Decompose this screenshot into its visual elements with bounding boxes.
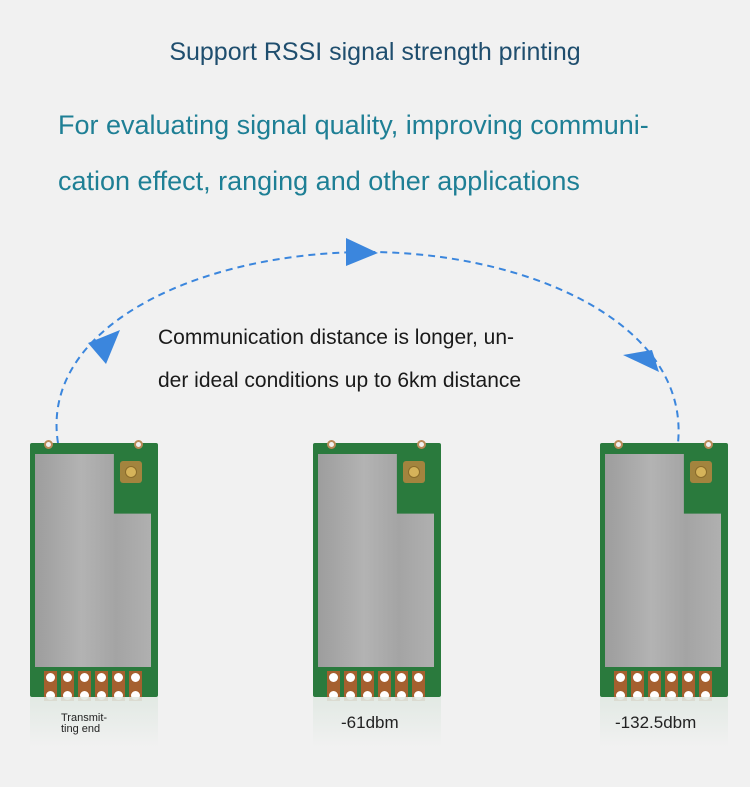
mount-hole <box>704 440 713 449</box>
mount-hole <box>417 440 426 449</box>
rssi-label: -132.5dbm <box>615 713 697 732</box>
module-receiver-near: -61dbm <box>313 440 441 747</box>
arrow-head-icon <box>88 330 120 364</box>
rssi-label: -61dbm <box>341 713 399 732</box>
pin-pads <box>614 671 712 701</box>
module-transmitter: Transmit- ting end <box>30 440 158 747</box>
reflection <box>313 697 441 747</box>
page-title: Support RSSI signal strength printing <box>169 38 581 66</box>
module-receiver-far: -132.5dbm <box>600 440 728 747</box>
subtitle-line-1: For evaluating signal quality, improving… <box>58 110 649 140</box>
antenna-connector-icon <box>690 461 712 483</box>
module-label-line-1: Transmit- <box>61 712 108 724</box>
reflection <box>30 697 158 747</box>
arrow-head-icon <box>346 238 378 266</box>
mount-hole <box>327 440 336 449</box>
mount-hole <box>134 440 143 449</box>
pin-pads <box>327 671 425 701</box>
module-label-line-2: ting end <box>61 723 101 735</box>
mount-hole <box>614 440 623 449</box>
description-line-1: Communication distance is longer, un- <box>158 326 515 349</box>
pin-pads <box>44 671 142 701</box>
description-line-2: der ideal conditions up to 6km distance <box>158 369 522 392</box>
mount-hole <box>44 440 53 449</box>
reflection <box>600 697 728 747</box>
antenna-connector-icon <box>120 461 142 483</box>
subtitle-line-2: cation effect, ranging and other applica… <box>58 166 580 196</box>
arrow-head-icon <box>623 350 659 372</box>
antenna-connector-icon <box>403 461 425 483</box>
